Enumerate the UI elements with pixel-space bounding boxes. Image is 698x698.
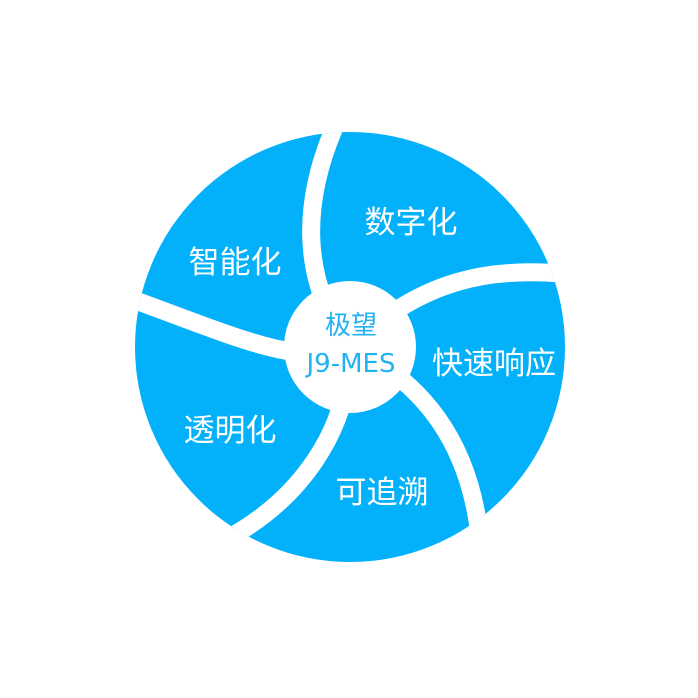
segment-label-traceability: 可追溯 bbox=[336, 475, 429, 511]
divider-group bbox=[135, 132, 565, 549]
center-title: 极望 bbox=[325, 311, 377, 341]
segment-label-digitalization: 数字化 bbox=[365, 205, 458, 241]
segment-label-intelligence: 智能化 bbox=[189, 245, 282, 281]
center-hub bbox=[284, 281, 416, 413]
segment-label-transparency: 透明化 bbox=[184, 413, 277, 449]
center-subtitle: J9-MES bbox=[305, 349, 396, 379]
segment-label-fast-response: 快速响应 bbox=[432, 346, 556, 382]
